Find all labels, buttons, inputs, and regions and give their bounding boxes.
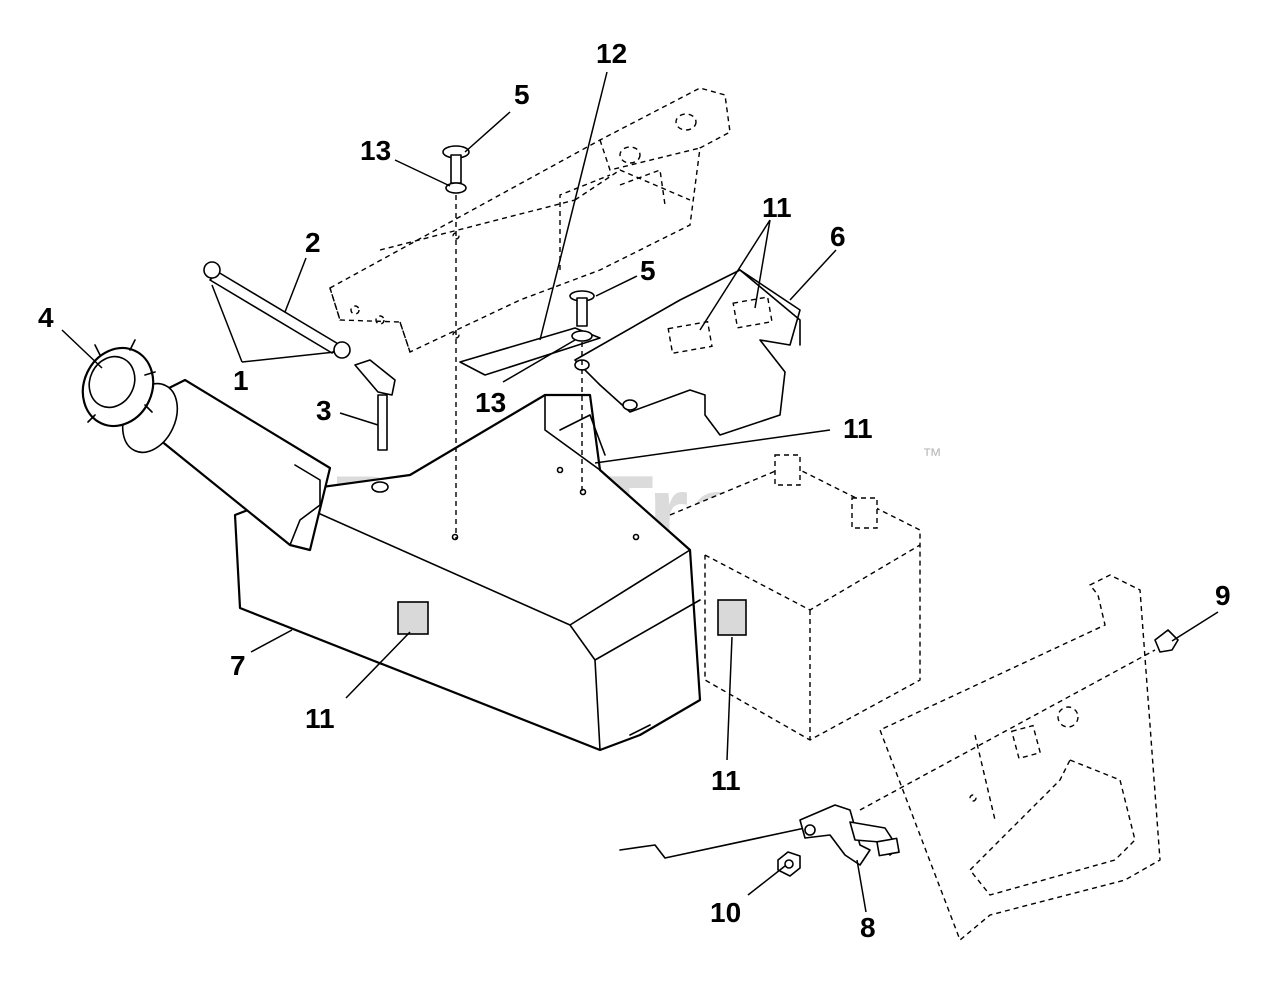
- callout-1: 1: [233, 365, 249, 396]
- fuel-tank: [233, 393, 702, 752]
- callout-13-mid: 13: [475, 387, 506, 418]
- callout-5-mid: 5: [640, 255, 656, 286]
- screw: [1154, 629, 1179, 653]
- battery: [669, 454, 921, 741]
- callout-4: 4: [38, 302, 54, 333]
- callout-11-tank-side: 11: [843, 413, 873, 444]
- callout-12: 12: [596, 38, 627, 69]
- callout-8: 8: [860, 912, 876, 943]
- callout-11-tank-front: 11: [305, 703, 335, 734]
- callout-2: 2: [305, 227, 321, 258]
- bolt-mid: [569, 290, 595, 495]
- callout-3: 3: [316, 395, 332, 426]
- callout-11-bracket: 11: [762, 192, 792, 223]
- bolt-top: [442, 145, 470, 540]
- callout-5-top: 5: [514, 79, 530, 110]
- lever-bracket: [619, 649, 1156, 866]
- callout-11-battery: 11: [711, 765, 741, 796]
- nut: [777, 851, 801, 877]
- callouts: 4 1 2 3 5 5 13 13 12 11 6 11 7 11 11 9 1…: [38, 38, 1231, 943]
- plate-12: [459, 327, 601, 376]
- callout-6: 6: [830, 221, 846, 252]
- battery-bracket: [574, 269, 801, 436]
- fuel-line: [203, 261, 351, 359]
- callout-10: 10: [710, 897, 741, 928]
- dash-panel: [879, 574, 1161, 942]
- fuel-valve: [354, 359, 396, 451]
- callout-13-top: 13: [360, 135, 391, 166]
- watermark-trademark: ™: [922, 445, 942, 467]
- callout-9: 9: [1215, 580, 1231, 611]
- callout-7: 7: [230, 650, 246, 681]
- frame-bracket: [329, 87, 731, 353]
- leader-lines: [61, 71, 1219, 913]
